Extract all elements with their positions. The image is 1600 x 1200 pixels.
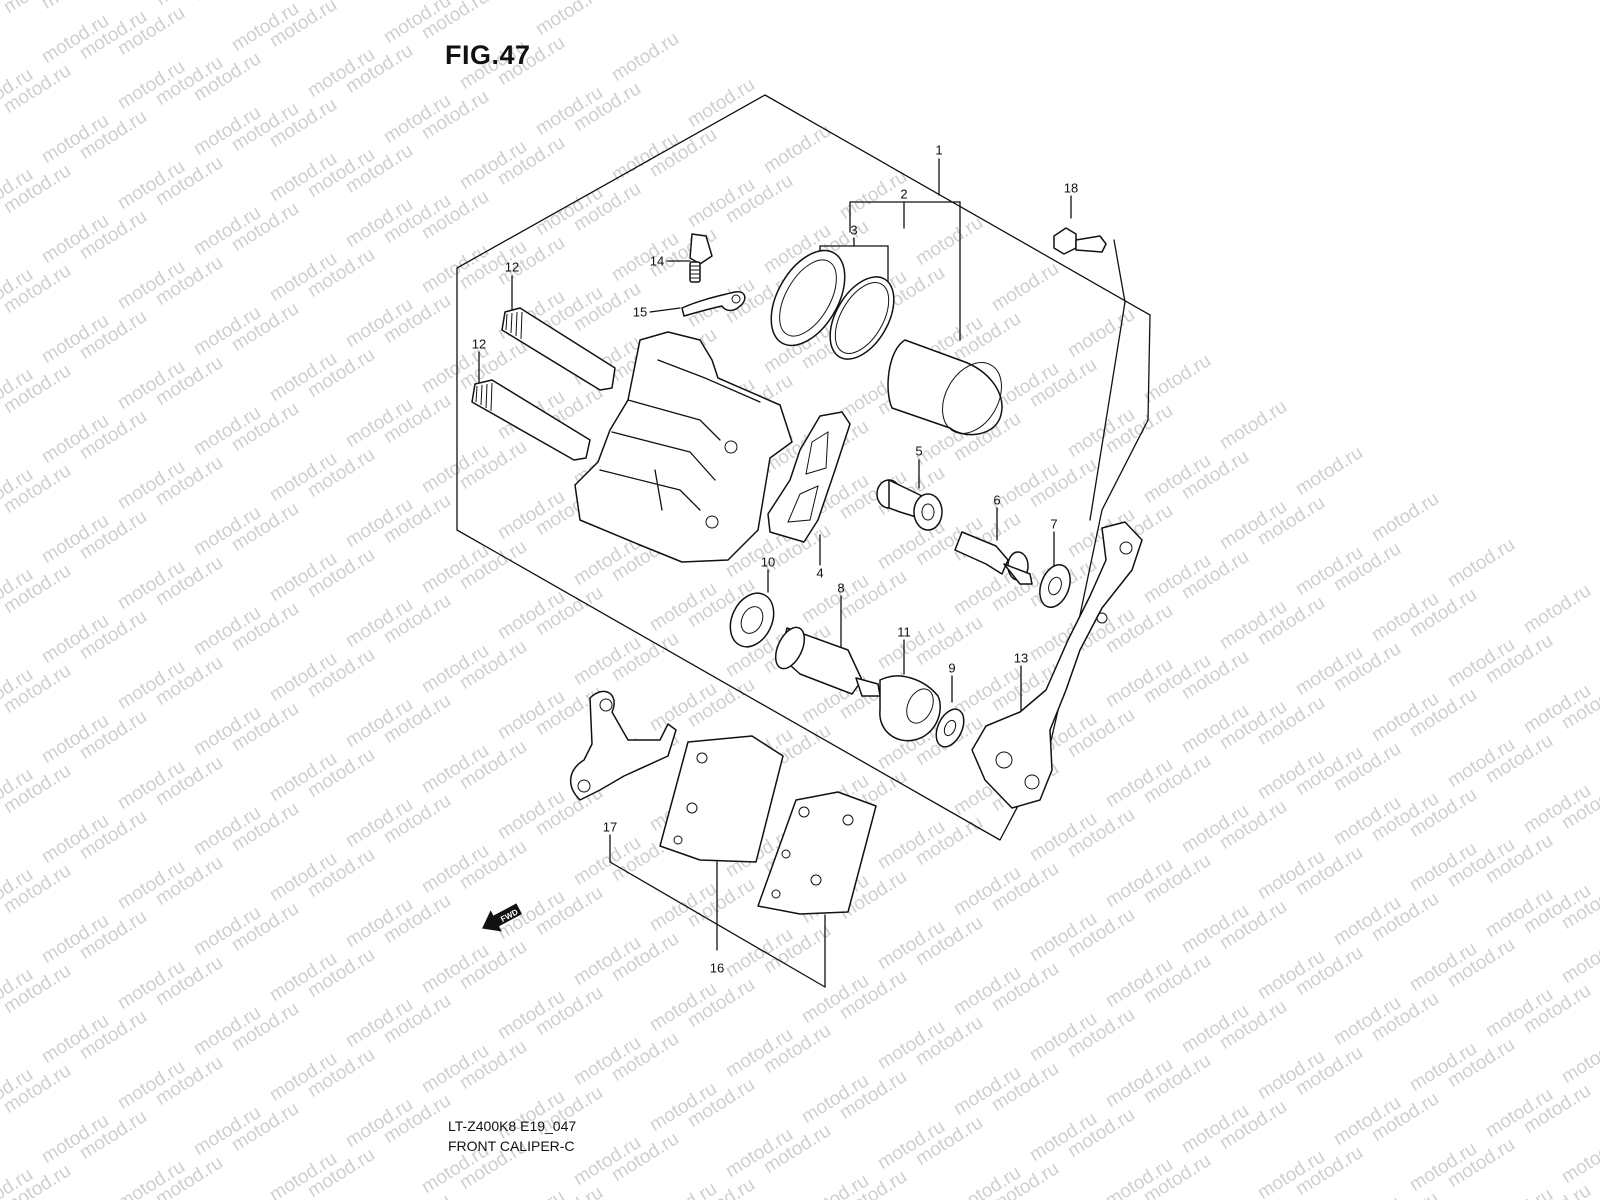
fwd-arrow-icon: FWD [482,903,523,932]
callout-9: 9 [948,660,956,676]
callout-13: 13 [1013,650,1029,666]
callout-4: 4 [816,565,824,581]
piston-2 [887,339,1003,436]
callout-8: 8 [837,580,845,596]
callout-7: 7 [1050,516,1058,532]
pad-spring-4 [767,411,851,543]
callout-11: 11 [897,624,911,640]
callout-14: 14 [649,253,665,269]
callout-17: 17 [602,819,618,835]
bleeder-screw-14 [689,233,713,283]
sleeve-5 [876,479,943,531]
callout-10: 10 [760,554,776,570]
callout-15: 15 [632,304,648,320]
bleeder-cap-15 [681,291,746,317]
bolt-18 [1053,227,1107,255]
washer-9 [935,708,965,748]
slide-pin-12-upper [501,307,616,391]
model-code: LT-Z400K8 E19_047 [448,1118,577,1134]
bracket-13 [971,521,1143,809]
brake-pad-16-outer [757,791,877,915]
boot-11 [879,675,941,742]
caliper-body [574,331,793,563]
callout-12-lower: 12 [471,336,487,352]
callout-2: 2 [900,186,908,202]
assembly-frame [456,94,1151,841]
callout-16: 16 [709,960,725,976]
brake-pad-16-inner [659,735,784,863]
washer-7 [1039,564,1071,608]
bolt-6 [954,531,1033,585]
figure-caption: FRONT CALIPER-C [448,1138,575,1154]
callout-5: 5 [915,443,923,459]
callout-6: 6 [993,492,1001,508]
piston-seal-3 [770,249,895,360]
pin-8 [774,626,881,697]
boot-10 [729,592,775,648]
callout-18: 18 [1063,180,1079,196]
figure-title: FIG.47 [445,40,531,70]
callout-12-upper: 12 [504,259,520,275]
shim-17 [570,690,677,801]
callout-1: 1 [935,142,943,158]
slide-pin-12-lower [471,379,591,461]
callout-3: 3 [850,222,858,238]
